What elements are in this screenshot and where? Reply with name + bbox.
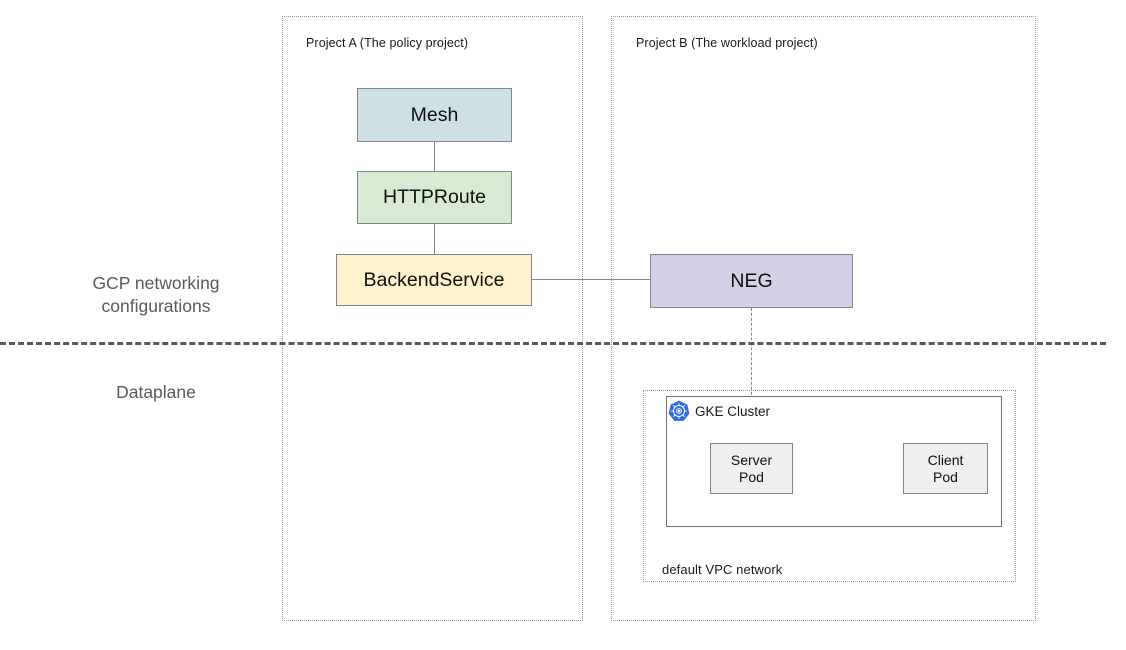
connector-httproute-to-backendservice	[434, 223, 435, 255]
node-backendservice-label: BackendService	[363, 268, 505, 291]
group-project-a	[282, 16, 583, 621]
kubernetes-icon	[668, 400, 690, 422]
group-default-vpc-network	[643, 390, 1016, 582]
connector-backendservice-to-neg	[532, 279, 651, 280]
group-default-vpc-network-label: default VPC network	[662, 562, 783, 577]
group-project-b-label: Project B (The workload project)	[636, 36, 818, 50]
connector-neg-to-server-pod	[751, 308, 752, 444]
node-server-pod[interactable]: Server Pod	[710, 443, 793, 494]
node-server-pod-label: Server Pod	[730, 451, 773, 485]
side-label-dataplane: Dataplane	[116, 382, 196, 402]
node-httproute[interactable]: HTTPRoute	[357, 171, 512, 224]
node-neg-label: NEG	[730, 269, 773, 292]
layer-divider	[0, 342, 1106, 345]
node-client-pod-label: Client Pod	[927, 451, 964, 485]
node-mesh[interactable]: Mesh	[357, 88, 512, 142]
connector-mesh-to-httproute	[434, 141, 435, 172]
node-backendservice[interactable]: BackendService	[336, 254, 532, 306]
node-neg[interactable]: NEG	[650, 254, 853, 308]
group-project-a-label: Project A (The policy project)	[306, 36, 469, 50]
node-client-pod[interactable]: Client Pod	[903, 443, 988, 494]
group-project-b	[611, 16, 1036, 621]
node-mesh-label: Mesh	[410, 103, 459, 126]
node-httproute-label: HTTPRoute	[383, 186, 486, 208]
gke-cluster-label: GKE Cluster	[695, 404, 771, 419]
side-label-gcp-networking-configurations: GCP networking configurations	[92, 273, 220, 317]
